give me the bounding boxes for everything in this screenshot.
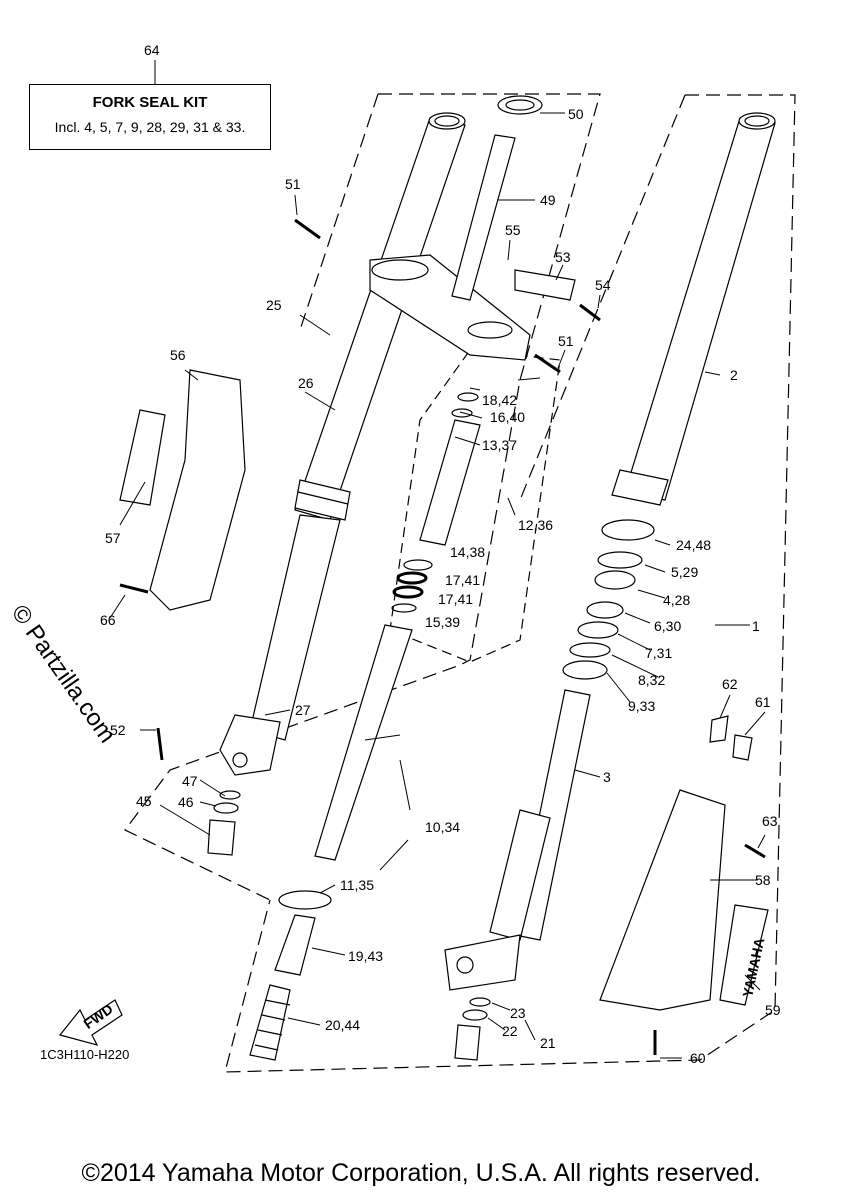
copyright-footer: ©2014 Yamaha Motor Corporation, U.S.A. A… — [81, 1159, 761, 1187]
spring-guide[interactable] — [274, 914, 316, 976]
callout-3: 3 — [603, 769, 611, 785]
fork-seal-kit-box: FORK SEAL KIT Incl. 4, 5, 7, 9, 28, 29, … — [29, 84, 271, 150]
callout-21: 21 — [540, 1035, 556, 1051]
callout-15-39: 15,39 — [425, 614, 460, 630]
bolt-stack-right[interactable] — [454, 997, 491, 1061]
fork-guard-left[interactable] — [149, 369, 246, 611]
callout-52: 52 — [110, 722, 126, 738]
leader-lines — [109, 60, 766, 1059]
callout-19-43: 19,43 — [348, 948, 383, 964]
callout-10-34: 10,34 — [425, 819, 460, 835]
bolt-51-lower[interactable] — [534, 353, 561, 374]
damper-cartridge[interactable] — [391, 392, 481, 613]
callout-64: 64 — [144, 42, 160, 58]
callout-58: 58 — [755, 872, 771, 888]
kit-description: Incl. 4, 5, 7, 9, 28, 29, 31 & 33. — [54, 119, 246, 135]
callout-53: 53 — [555, 249, 571, 265]
outer-tube-right[interactable] — [611, 112, 776, 506]
bolt-66[interactable] — [119, 583, 149, 594]
callout-14-38: 14,38 — [450, 544, 485, 560]
callout-56: 56 — [170, 347, 186, 363]
callout-51-top: 51 — [285, 176, 301, 192]
callout-49: 49 — [540, 192, 556, 208]
bolt-stack-left[interactable] — [207, 790, 241, 856]
triple-clamp[interactable] — [369, 254, 531, 361]
callout-46: 46 — [178, 794, 194, 810]
callout-51-lower: 51 — [558, 333, 574, 349]
callout-16-40: 16,40 — [490, 409, 525, 425]
bolt-52[interactable] — [156, 727, 164, 761]
callout-2: 2 — [730, 367, 738, 383]
assembly-outline-25 — [124, 93, 601, 901]
callout-47: 47 — [182, 773, 198, 789]
damper-rod[interactable] — [314, 624, 413, 861]
outer-tube-left[interactable] — [294, 112, 466, 521]
callout-18-42: 18,42 — [482, 392, 517, 408]
callout-45: 45 — [136, 793, 152, 809]
o-ring-11[interactable] — [278, 890, 332, 910]
callout-66: 66 — [100, 612, 116, 628]
callout-12-36: 12,36 — [518, 517, 553, 533]
callout-26: 26 — [298, 375, 314, 391]
callout-23: 23 — [510, 1005, 526, 1021]
seal-stack-right[interactable] — [562, 519, 655, 680]
fwd-arrow-icon — [58, 999, 123, 1046]
callout-55: 55 — [505, 222, 521, 238]
callout-24-48: 24,48 — [676, 537, 711, 553]
bolt-51-top[interactable] — [294, 218, 321, 240]
assembly-outline-12 — [389, 349, 561, 663]
callout-5-29: 5,29 — [671, 564, 698, 580]
callout-4-28: 4,28 — [663, 592, 690, 608]
bearing[interactable] — [497, 95, 543, 115]
decal-left[interactable] — [119, 409, 166, 506]
callout-11-35: 11,35 — [340, 877, 374, 893]
callout-50: 50 — [568, 106, 584, 122]
callout-20-44: 20,44 — [325, 1017, 360, 1033]
kit-title: FORK SEAL KIT — [92, 94, 208, 111]
callout-54: 54 — [595, 277, 611, 293]
callout-60: 60 — [690, 1050, 706, 1066]
inner-tube-left[interactable] — [249, 514, 341, 741]
callout-22: 22 — [502, 1023, 518, 1039]
callout-13-37: 13,37 — [482, 437, 517, 453]
spring[interactable] — [249, 984, 291, 1061]
bracket[interactable] — [514, 269, 576, 301]
axle-bracket-right[interactable] — [444, 934, 521, 991]
callout-62: 62 — [722, 676, 738, 692]
callout-9-33: 9,33 — [628, 698, 655, 714]
steering-stem[interactable] — [451, 134, 516, 301]
assembly-outline-1 — [224, 94, 796, 1073]
diagram-code: 1C3H110-H220 — [40, 1047, 130, 1062]
callout-25: 25 — [266, 297, 282, 313]
axle-bracket-left[interactable] — [219, 714, 281, 776]
callout-7-31: 7,31 — [645, 645, 672, 661]
callout-61: 61 — [755, 694, 771, 710]
callout-59: 59 — [765, 1002, 781, 1018]
callout-63: 63 — [762, 813, 778, 829]
callout-27: 27 — [295, 702, 311, 718]
brackets-61-62[interactable] — [709, 715, 753, 761]
callout-17-41-b: 17,41 — [438, 591, 473, 607]
bolt-54[interactable] — [579, 303, 601, 322]
callout-1: 1 — [752, 618, 760, 634]
callout-6-30: 6,30 — [654, 618, 681, 634]
callout-57: 57 — [105, 530, 121, 546]
fork-guard-right[interactable] — [599, 789, 726, 1011]
callout-17-41-a: 17,41 — [445, 572, 480, 588]
callout-8-32: 8,32 — [638, 672, 665, 688]
decal-right[interactable] — [719, 904, 769, 1006]
bolt-63[interactable] — [744, 843, 766, 859]
inner-tube-right[interactable] — [489, 689, 591, 941]
